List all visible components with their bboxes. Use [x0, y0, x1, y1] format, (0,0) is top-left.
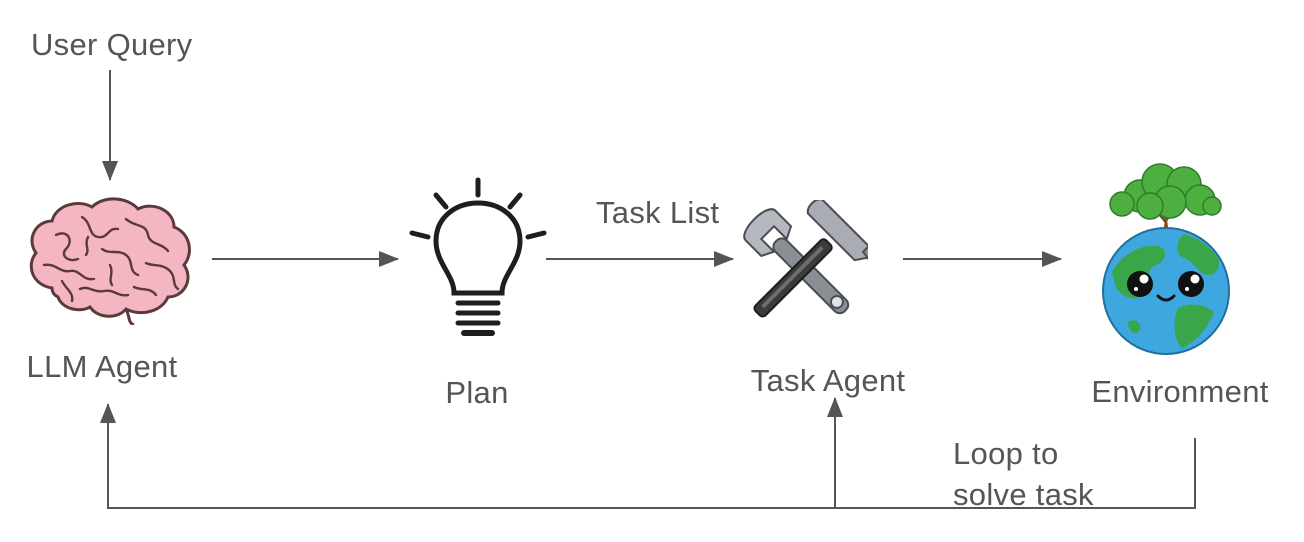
hammer-wrench-icon — [743, 200, 868, 318]
task-list-label: Task List — [596, 195, 720, 230]
lightbulb-icon — [409, 177, 547, 336]
earth-tree-icon — [1102, 163, 1230, 355]
plan-label: Plan — [445, 375, 509, 410]
loop-label: Loop to solve task — [953, 436, 1094, 512]
environment-label: Environment — [1091, 374, 1269, 409]
loop-return-line — [100, 403, 1196, 509]
task-agent-label: Task Agent — [750, 363, 906, 398]
llm-agent-label: LLM Agent — [26, 349, 178, 384]
brain-icon — [29, 197, 191, 325]
user-query-label: User Query — [31, 27, 193, 62]
